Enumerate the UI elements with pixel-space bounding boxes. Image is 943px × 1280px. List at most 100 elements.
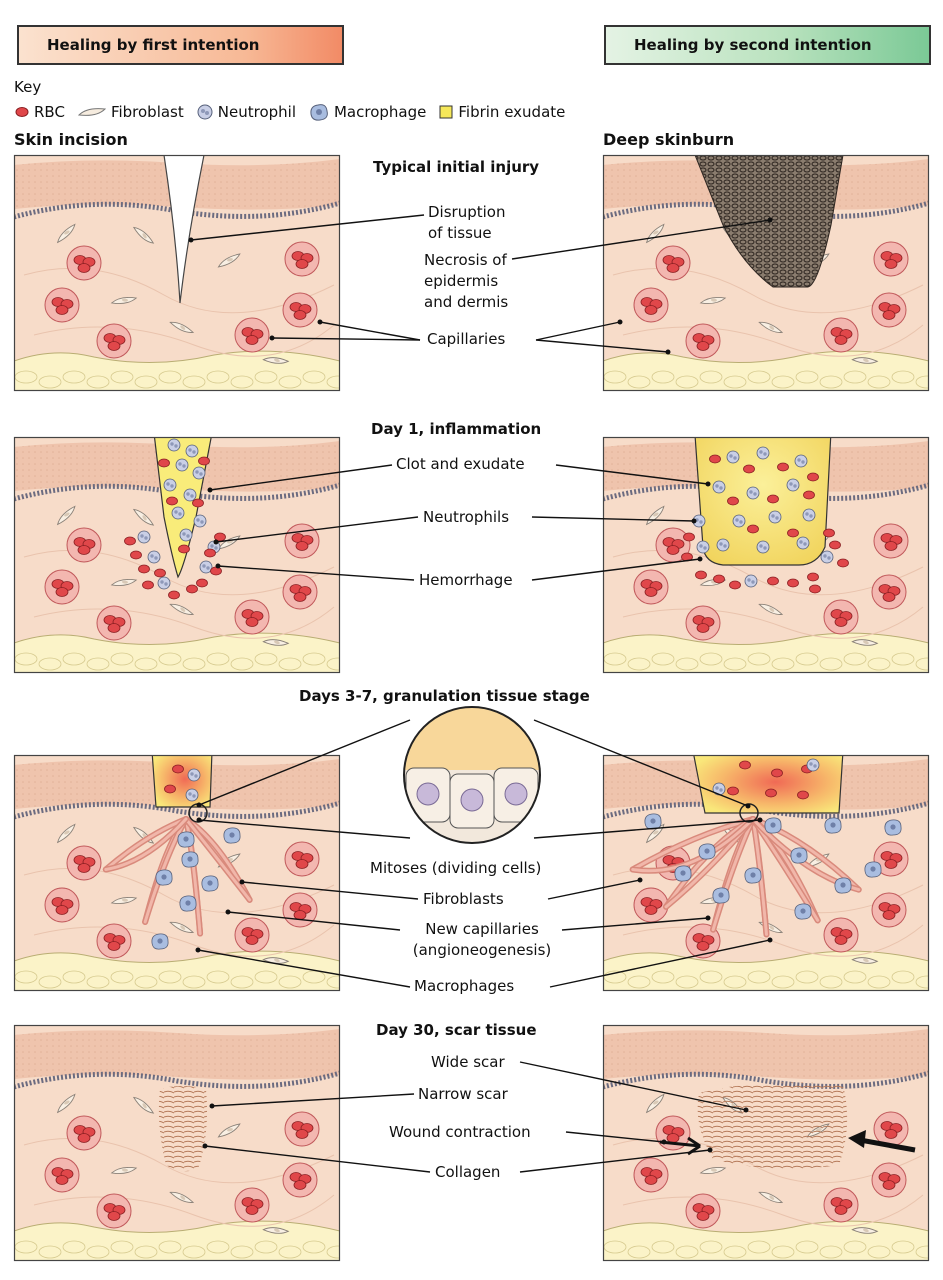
tissue-panel-3 xyxy=(13,436,341,674)
macrophage xyxy=(155,869,173,886)
macrophage xyxy=(824,817,842,834)
rbc-icon xyxy=(15,107,29,117)
macrophage xyxy=(712,887,730,904)
contraction-arrow-left xyxy=(659,1136,701,1156)
key-item-macrophage: Macrophage xyxy=(308,102,426,122)
capillary-rbc-cluster xyxy=(873,1111,909,1147)
macrophage xyxy=(644,813,662,830)
leader-clot-left xyxy=(209,464,393,491)
rbc xyxy=(771,768,783,778)
leader-disruption xyxy=(190,214,425,241)
macrophage xyxy=(181,851,199,868)
leader-capillaries-1 xyxy=(319,321,421,341)
contraction-arrow-right xyxy=(859,1137,916,1153)
capillary-rbc-cluster xyxy=(234,317,270,353)
rbc xyxy=(809,584,821,594)
rbc xyxy=(787,578,799,588)
neutrophil xyxy=(732,514,746,528)
inset-outline xyxy=(403,706,541,844)
neutrophil xyxy=(820,550,834,564)
mitotic-nucleus xyxy=(504,782,528,806)
scab-exudate xyxy=(151,755,213,808)
neutrophil xyxy=(185,788,199,802)
label-neutrophils: Neutrophils xyxy=(423,508,510,526)
mitotic-nucleus xyxy=(460,788,484,812)
rbc xyxy=(803,490,815,500)
neutrophil xyxy=(796,536,810,550)
neutrophil xyxy=(193,514,207,528)
panel-border xyxy=(602,1024,930,1262)
macrophage xyxy=(674,865,692,882)
mitotic-nucleus xyxy=(416,782,440,806)
basement-membrane xyxy=(14,1070,340,1090)
basement-membrane xyxy=(603,1070,929,1090)
rbc xyxy=(172,764,184,774)
leader-capillaries-3 xyxy=(535,321,621,341)
capillary-rbc-cluster xyxy=(873,241,909,277)
rbc xyxy=(777,462,789,472)
rbc xyxy=(713,574,725,584)
wide-scar xyxy=(697,1082,848,1169)
rbc xyxy=(210,566,222,576)
neutrophil xyxy=(175,458,189,472)
leader-mitoses-right xyxy=(533,819,761,839)
tissue-panel-2 xyxy=(602,154,930,392)
rbc xyxy=(807,572,819,582)
neutrophil xyxy=(192,466,206,480)
macrophage xyxy=(177,831,195,848)
label-collagen: Collagen xyxy=(435,1163,501,1181)
capillary-rbc-cluster xyxy=(284,241,320,277)
stage-3-title: Days 3-7, granulation tissue stage xyxy=(299,687,590,705)
panel-border xyxy=(13,1024,341,1262)
key-title: Key xyxy=(14,78,42,96)
label-mitoses: Mitoses (dividing cells) xyxy=(370,859,542,877)
rbc xyxy=(829,540,841,550)
neutrophil xyxy=(187,768,201,782)
leader-hemorrhage-right xyxy=(531,558,701,581)
leader-inset-left xyxy=(198,719,411,806)
neutrophil xyxy=(167,438,181,452)
label-disruption-of-tissue: Disruption of tissue xyxy=(428,203,506,242)
rbc xyxy=(837,558,849,568)
macrophage xyxy=(884,819,902,836)
rbc xyxy=(166,496,178,506)
leader-capillaries-2 xyxy=(271,337,421,341)
neutrophil xyxy=(163,478,177,492)
rbc xyxy=(154,568,166,578)
rbc xyxy=(797,790,809,800)
neutrophil xyxy=(806,758,820,772)
label-capillaries: Capillaries xyxy=(427,330,506,348)
leader-lines xyxy=(188,214,916,1173)
key-legend: RBC Fibroblast Neutrophil Macrophage Fib… xyxy=(14,102,577,122)
capillary-rbc-cluster xyxy=(871,574,907,610)
leader-inset-right xyxy=(533,719,749,807)
leader-mitoses-left xyxy=(198,819,411,839)
capillary-rbc-cluster xyxy=(633,287,669,323)
panel-border xyxy=(602,154,930,392)
rbc xyxy=(130,550,142,560)
rbc xyxy=(142,580,154,590)
rbc xyxy=(168,590,180,600)
macrophage xyxy=(223,827,241,844)
leader-collagen-left xyxy=(204,1145,431,1173)
neutrophil xyxy=(712,480,726,494)
leader-capillaries-new-right xyxy=(561,917,709,931)
basement-membrane xyxy=(14,800,340,820)
capillary-rbc-cluster xyxy=(873,523,909,559)
key-item-fibroblast: Fibroblast xyxy=(77,103,184,121)
leader-capillaries-4 xyxy=(535,339,669,353)
capillary-rbc-cluster xyxy=(234,599,270,635)
neutrophil xyxy=(183,488,197,502)
neutrophil xyxy=(147,550,161,564)
neutrophil xyxy=(794,454,808,468)
capillary-rbc-cluster xyxy=(44,287,80,323)
rbc xyxy=(709,454,721,464)
rbc xyxy=(196,578,208,588)
leader-hemorrhage-left xyxy=(217,565,415,581)
label-clot-and-exudate: Clot and exudate xyxy=(396,455,525,473)
capillary-rbc-cluster xyxy=(284,1111,320,1147)
capillary-rbc-cluster xyxy=(44,569,80,605)
neutrophil xyxy=(756,540,770,554)
neutrophil xyxy=(171,506,185,520)
label-necrosis: Necrosis of epidermis and dermis xyxy=(424,251,509,311)
